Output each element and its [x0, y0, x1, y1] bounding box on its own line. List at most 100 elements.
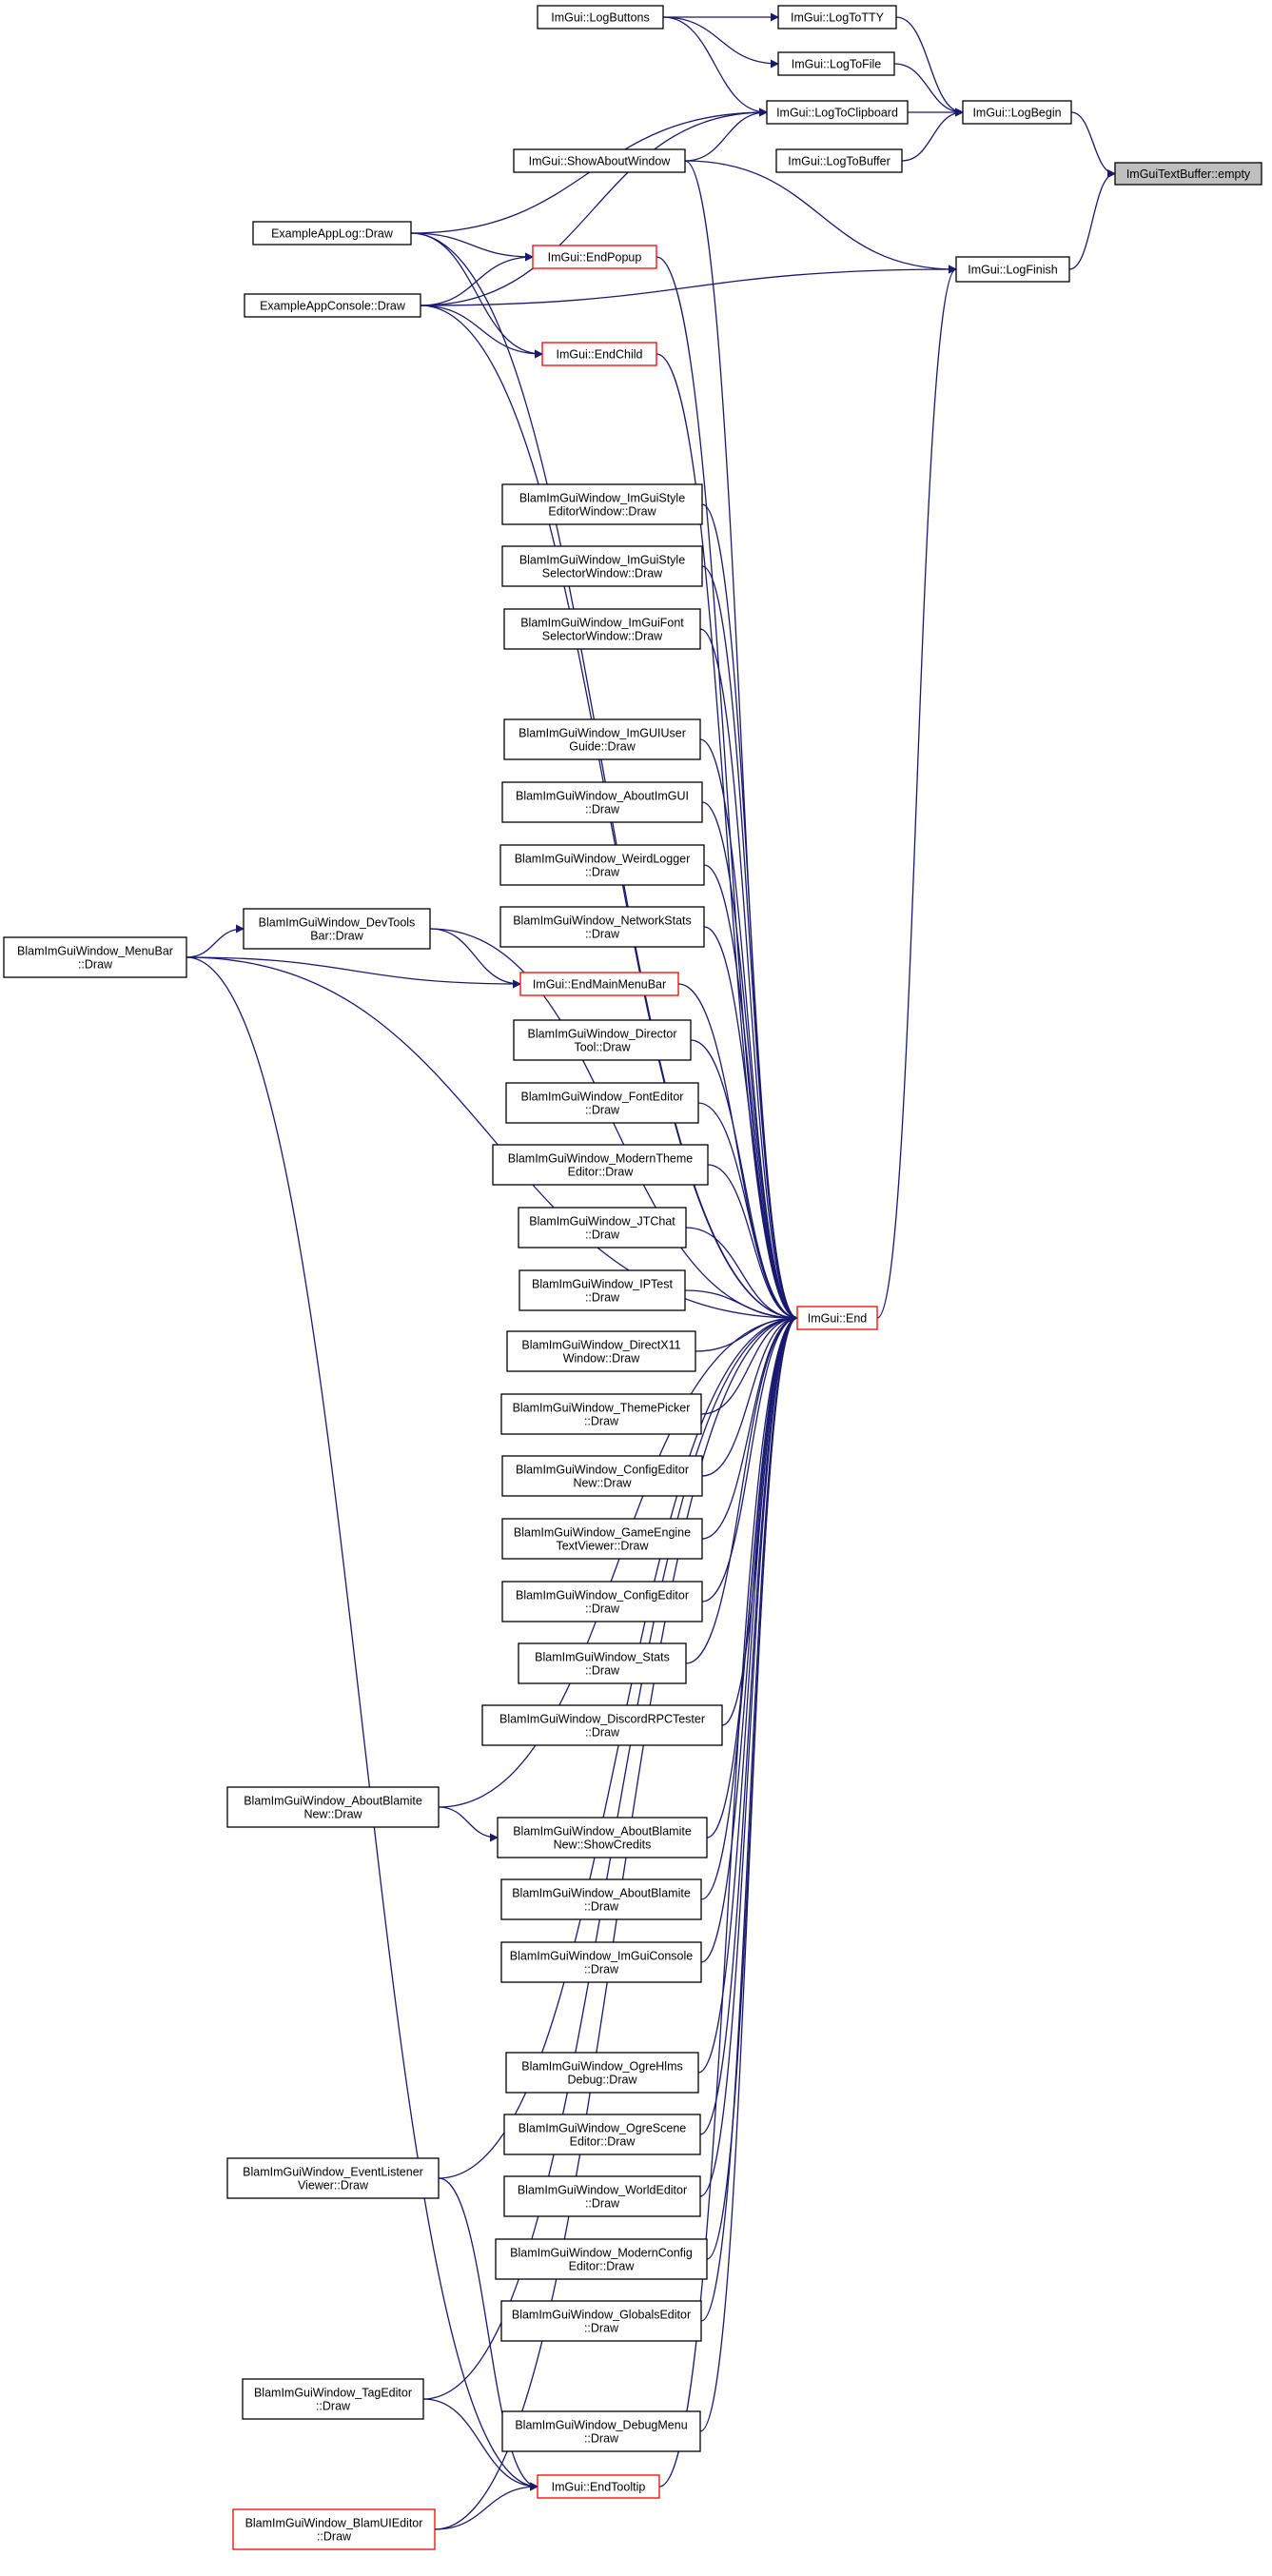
node-box[interactable]: [232, 2508, 436, 2550]
node-box[interactable]: [962, 100, 1072, 125]
node-ShowCredits[interactable]: BlamImGuiWindow_AboutBlamiteNew::ShowCre…: [497, 1817, 708, 1858]
node-StyleSelector[interactable]: BlamImGuiWindow_ImGuiStyleSelectorWindow…: [501, 545, 703, 587]
node-WeirdLogger[interactable]: BlamImGuiWindow_WeirdLogger::Draw: [499, 844, 705, 886]
node-box[interactable]: [501, 2410, 701, 2452]
node-BlamUIEditor[interactable]: BlamImGuiWindow_BlamUIEditor::Draw: [232, 2508, 436, 2550]
node-box[interactable]: [766, 100, 909, 125]
node-box[interactable]: [226, 2157, 440, 2199]
node-box[interactable]: [481, 1704, 723, 1746]
node-box[interactable]: [3, 936, 187, 978]
node-EndMainMenuBar[interactable]: ImGui::EndMainMenuBar: [519, 972, 679, 996]
node-ThemePicker[interactable]: BlamImGuiWindow_ThemePicker::Draw: [500, 1393, 702, 1435]
node-box[interactable]: [505, 2052, 699, 2094]
node-EndPopup[interactable]: ImGui::EndPopup: [532, 245, 657, 269]
node-DiscordRPC[interactable]: BlamImGuiWindow_DiscordRPCTester::Draw: [481, 1704, 723, 1746]
node-box[interactable]: [541, 342, 657, 366]
node-LogToFile[interactable]: ImGui::LogToFile: [777, 51, 895, 76]
node-End[interactable]: ImGui::End: [796, 1306, 878, 1330]
node-box[interactable]: [537, 5, 664, 29]
node-ExampleAppConsole[interactable]: ExampleAppConsole::Draw: [244, 293, 421, 318]
node-WorldEditor[interactable]: BlamImGuiWindow_WorldEditor::Draw: [503, 2175, 701, 2217]
node-EndTooltip[interactable]: ImGui::EndTooltip: [537, 2474, 660, 2499]
node-ConfigEditor[interactable]: BlamImGuiWindow_ConfigEditor::Draw: [501, 1581, 703, 1622]
node-LogToTTY[interactable]: ImGui::LogToTTY: [777, 5, 897, 29]
node-box[interactable]: [499, 844, 705, 886]
node-box[interactable]: [519, 972, 679, 996]
node-box[interactable]: [503, 2114, 701, 2155]
node-box[interactable]: [501, 1455, 703, 1497]
node-GameEngineText[interactable]: BlamImGuiWindow_GameEngineTextViewer::Dr…: [501, 1518, 703, 1560]
node-FontEditor[interactable]: BlamImGuiWindow_FontEditor::Draw: [505, 1082, 699, 1124]
node-LogButtons[interactable]: ImGui::LogButtons: [537, 5, 664, 29]
node-label: Debug::Draw: [568, 2074, 638, 2087]
node-box[interactable]: [501, 1518, 703, 1560]
node-box[interactable]: [500, 1941, 702, 1983]
edge-WeirdLogger-to-End: [703, 864, 798, 1323]
node-box[interactable]: [513, 148, 686, 173]
node-box[interactable]: [500, 1878, 702, 1920]
node-box[interactable]: [501, 545, 703, 587]
node-box[interactable]: [500, 2300, 702, 2342]
node-JTChat[interactable]: BlamImGuiWindow_JTChat::Draw: [518, 1207, 687, 1249]
node-box[interactable]: [505, 1082, 699, 1124]
node-box[interactable]: [252, 221, 412, 246]
node-StyleEditor[interactable]: BlamImGuiWindow_ImGuiStyleEditorWindow::…: [501, 483, 703, 525]
node-ShowAboutWindow[interactable]: ImGui::ShowAboutWindow: [513, 148, 686, 173]
node-box[interactable]: [501, 781, 703, 823]
node-box[interactable]: [503, 608, 701, 650]
node-box[interactable]: [796, 1306, 878, 1330]
node-Stats[interactable]: BlamImGuiWindow_Stats::Draw: [518, 1642, 687, 1684]
node-box[interactable]: [226, 1786, 440, 1828]
node-TagEditor[interactable]: BlamImGuiWindow_TagEditor::Draw: [242, 2378, 424, 2420]
node-box[interactable]: [503, 2175, 701, 2217]
node-box[interactable]: [518, 1642, 687, 1684]
node-box[interactable]: [499, 906, 705, 948]
node-FontSelector[interactable]: BlamImGuiWindow_ImGuiFontSelectorWindow:…: [503, 608, 701, 650]
node-box[interactable]: [242, 2378, 424, 2420]
node-box[interactable]: [244, 293, 421, 318]
node-AboutImGUI[interactable]: BlamImGuiWindow_AboutImGUI::Draw: [501, 781, 703, 823]
node-box[interactable]: [777, 5, 897, 29]
node-box[interactable]: [503, 718, 701, 760]
node-GlobalsEditor[interactable]: BlamImGuiWindow_GlobalsEditor::Draw: [500, 2300, 702, 2342]
node-MenuBar[interactable]: BlamImGuiWindow_MenuBar::Draw: [3, 936, 187, 978]
node-box[interactable]: [243, 908, 431, 950]
node-EndChild[interactable]: ImGui::EndChild: [541, 342, 657, 366]
node-AboutBlamite[interactable]: BlamImGuiWindow_AboutBlamite::Draw: [500, 1878, 702, 1920]
node-box[interactable]: [537, 2474, 660, 2499]
node-box[interactable]: [518, 1207, 687, 1249]
node-EventListener[interactable]: BlamImGuiWindow_EventListenerViewer::Dra…: [226, 2157, 440, 2199]
node-box[interactable]: [500, 1393, 702, 1435]
node-box[interactable]: [775, 148, 903, 173]
node-box[interactable]: [513, 1019, 692, 1061]
node-DebugMenu[interactable]: BlamImGuiWindow_DebugMenu::Draw: [501, 2410, 701, 2452]
node-ImGuiConsole[interactable]: BlamImGuiWindow_ImGuiConsole::Draw: [500, 1941, 702, 1983]
node-box[interactable]: [955, 256, 1070, 283]
node-LogBegin[interactable]: ImGui::LogBegin: [962, 100, 1072, 125]
node-box[interactable]: [777, 51, 895, 76]
node-LogFinish[interactable]: ImGui::LogFinish: [955, 256, 1070, 283]
node-box[interactable]: [492, 1144, 709, 1186]
node-box[interactable]: [495, 2238, 708, 2280]
node-box[interactable]: [506, 1330, 696, 1372]
node-IPTest[interactable]: BlamImGuiWindow_IPTest::Draw: [519, 1269, 686, 1311]
node-box[interactable]: [497, 1817, 708, 1858]
node-ExampleAppLog[interactable]: ExampleAppLog::Draw: [252, 221, 412, 246]
node-box[interactable]: [501, 483, 703, 525]
node-box[interactable]: [501, 1581, 703, 1622]
node-box[interactable]: [519, 1269, 686, 1311]
node-NetworkStats[interactable]: BlamImGuiWindow_NetworkStats::Draw: [499, 906, 705, 948]
node-LogToClipboard[interactable]: ImGui::LogToClipboard: [766, 100, 909, 125]
node-box[interactable]: [532, 245, 657, 269]
node-LogToBuffer[interactable]: ImGui::LogToBuffer: [775, 148, 903, 173]
